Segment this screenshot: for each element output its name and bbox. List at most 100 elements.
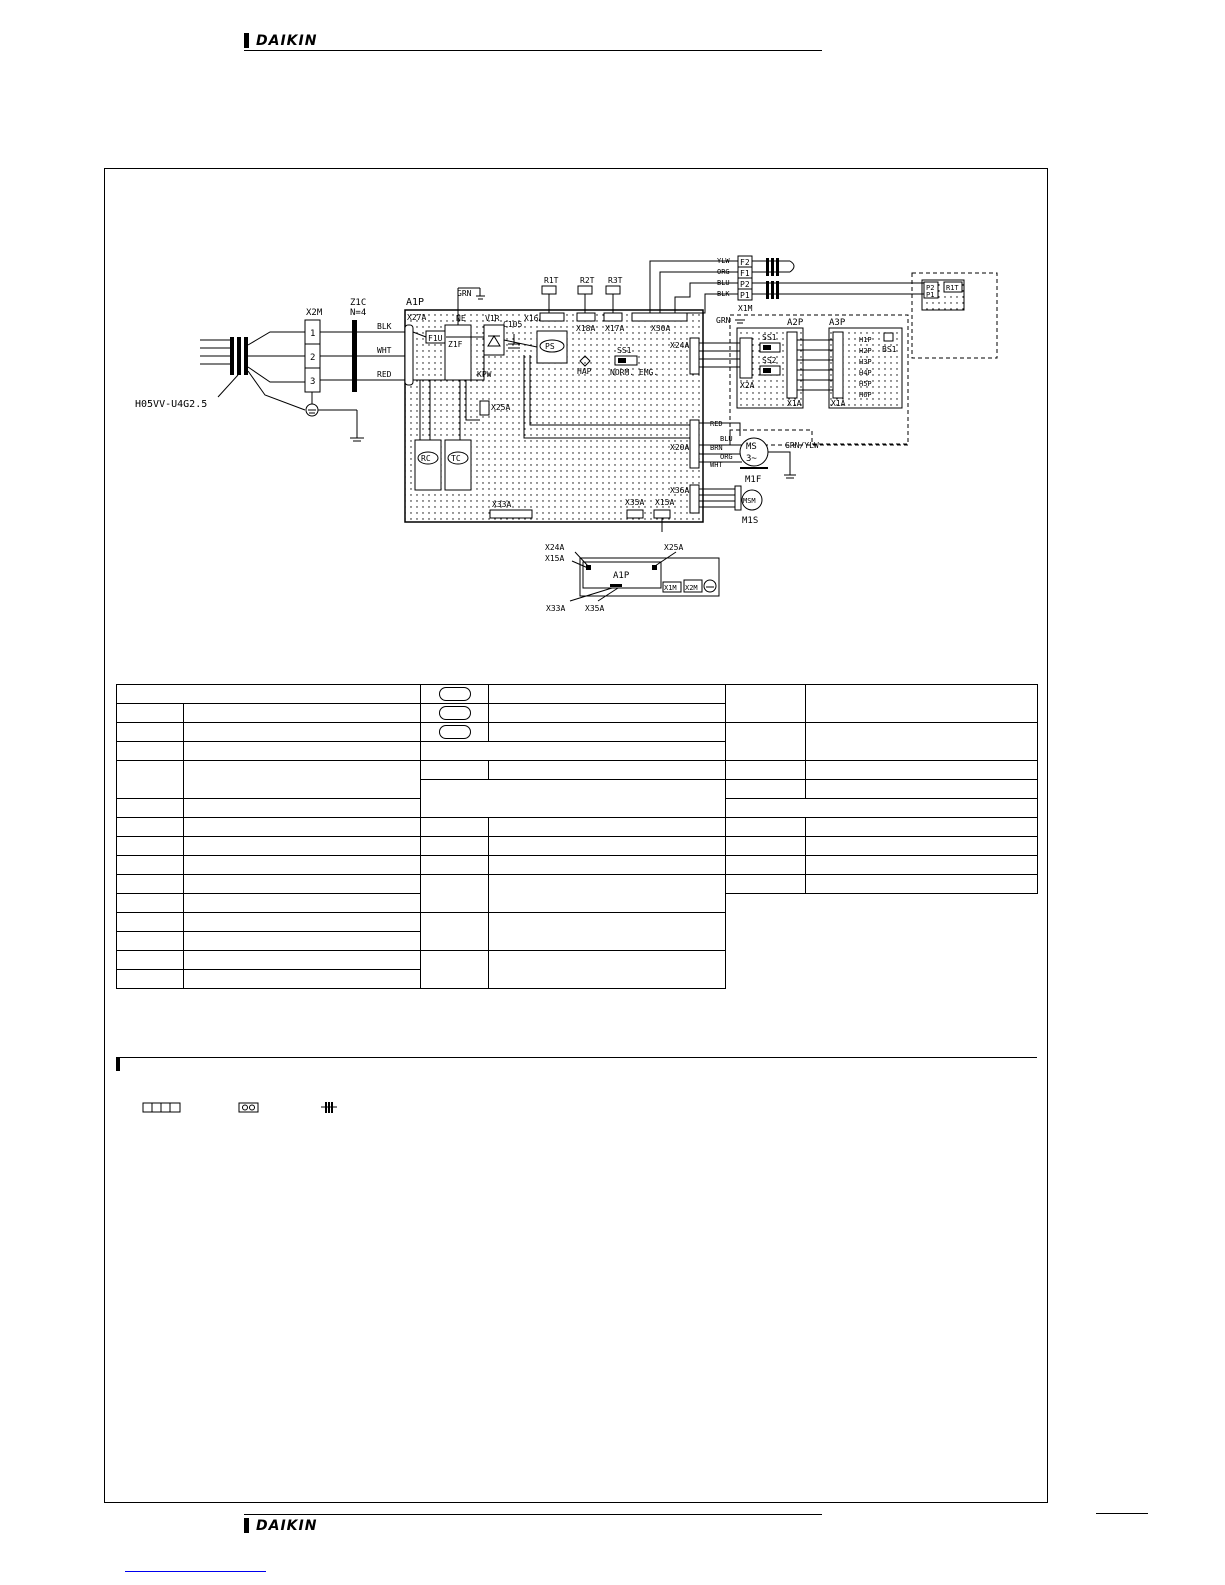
footer-logo-text: DAIKIN bbox=[256, 1518, 318, 1534]
wire-blk: BLK bbox=[377, 322, 392, 331]
x2a-label: X2A bbox=[740, 381, 755, 390]
thermistors: R1T R2T R3T bbox=[541, 276, 623, 313]
wire-wht-m1f: WHT bbox=[710, 461, 723, 469]
table-row bbox=[116, 722, 1038, 761]
table-row bbox=[116, 893, 1038, 913]
x1m-f1: F1 bbox=[740, 269, 750, 278]
table-row bbox=[116, 912, 1038, 951]
remote-p2: P2 bbox=[926, 284, 934, 292]
bs1-label: BS1 bbox=[882, 345, 897, 354]
footer-rule bbox=[244, 1514, 822, 1515]
table-row bbox=[116, 760, 1038, 799]
x1m-f2: F2 bbox=[740, 258, 750, 267]
r1t-label: R1T bbox=[544, 276, 559, 285]
wire-grn-a1p: GRN bbox=[457, 289, 472, 298]
x2m-label: X2M bbox=[306, 308, 323, 318]
page-link-underline[interactable] bbox=[125, 1571, 266, 1572]
x2m-terminal-3: 3 bbox=[310, 377, 315, 387]
power-cord: H05VV-U4G2.5 bbox=[135, 331, 306, 411]
header-rule bbox=[244, 50, 822, 51]
m1s-label: M1S bbox=[742, 516, 758, 526]
x17a-label: X17A bbox=[605, 324, 624, 333]
pcb-a1p: A1P X27A F1U NE Z1F V1R C105 PS X16A X18… bbox=[404, 287, 704, 532]
z1c-note: N=4 bbox=[350, 308, 366, 318]
fan-motor-m1f: RED BLU BRN ORG WHT MS 3~ M1F GRN/YLW bbox=[699, 420, 909, 485]
lamp-symbol bbox=[438, 706, 471, 720]
m1f-phase: 3~ bbox=[746, 454, 757, 464]
footer-logo: DAIKIN bbox=[244, 1515, 344, 1537]
table-row bbox=[116, 855, 1038, 875]
m1f-label: M1F bbox=[745, 475, 761, 485]
wire-red: RED bbox=[377, 370, 392, 379]
x33a-label: X33A bbox=[492, 500, 511, 509]
remote-r1t: R1T bbox=[946, 284, 959, 292]
ground-icon bbox=[305, 392, 364, 442]
x30a-label: X30A bbox=[651, 324, 670, 333]
a2p-label: A2P bbox=[787, 318, 804, 328]
wire-red-m1f: RED bbox=[710, 420, 723, 428]
x2m-terminal-2: 2 bbox=[310, 353, 315, 363]
table-row bbox=[116, 798, 1038, 818]
led-h1p: H1P bbox=[859, 336, 872, 344]
a3p-label: A3P bbox=[829, 318, 846, 328]
terminal-block-x2m: X2M 1 2 3 bbox=[304, 308, 323, 393]
legend-table bbox=[116, 684, 1038, 989]
lamp-symbol bbox=[438, 687, 471, 701]
wire-wht: WHT bbox=[377, 346, 392, 355]
r3t-label: R3T bbox=[608, 276, 623, 285]
x1m-label: X1M bbox=[738, 304, 753, 313]
x25a-label: X25A bbox=[491, 403, 510, 412]
x18a-label: X18A bbox=[576, 324, 595, 333]
f1u-label: F1U bbox=[428, 334, 443, 343]
wire-grn-x1m: GRN bbox=[716, 316, 731, 325]
ss1-a2p-label: SS1 bbox=[762, 333, 777, 342]
remote-p1: P1 bbox=[926, 291, 934, 299]
header-logo: DAIKIN bbox=[244, 30, 344, 52]
r2t-label: R2T bbox=[580, 276, 595, 285]
notes-section-marker bbox=[116, 1057, 120, 1071]
wire-clamp-symbol-icon bbox=[321, 1102, 337, 1113]
inset-x33a: X33A bbox=[546, 604, 565, 613]
a1p-label: A1P bbox=[406, 297, 424, 308]
hap-label: HAP bbox=[577, 367, 592, 376]
tc-label: TC bbox=[451, 454, 461, 463]
led-h4p: H4P bbox=[859, 369, 872, 377]
power-wires: BLK WHT RED bbox=[320, 322, 410, 381]
lamp-symbol bbox=[438, 725, 471, 739]
terminal-block-x1m: F2 F1 P2 P1 X1M YLW ORG BLU BLK GRN bbox=[649, 255, 925, 325]
led-h2p: H2P bbox=[859, 347, 872, 355]
x27a-label: X27A bbox=[407, 313, 426, 322]
inset-x15a: X15A bbox=[545, 554, 564, 563]
wire-gy-m1f: GRN/YLW bbox=[785, 441, 819, 450]
table-row bbox=[117, 779, 1038, 818]
ps-label: PS bbox=[545, 342, 555, 351]
notes-section-rule bbox=[116, 1057, 1037, 1058]
inset-x24a: X24A bbox=[545, 543, 564, 552]
inset-x2m: X2M bbox=[685, 584, 698, 592]
x2m-terminal-1: 1 bbox=[310, 329, 315, 339]
x1a-a2p-label: X1A bbox=[787, 399, 802, 408]
table-row bbox=[116, 836, 1038, 856]
v1r-label: V1R bbox=[485, 314, 500, 323]
inset-x35a: X35A bbox=[585, 604, 604, 613]
x1m-p1: P1 bbox=[740, 291, 750, 300]
ne-label: NE bbox=[456, 314, 466, 323]
x1a-a3p-label: X1A bbox=[831, 399, 846, 408]
page-number-rule bbox=[1096, 1513, 1148, 1514]
table-row bbox=[116, 684, 1038, 723]
wire-blu-m1f: BLU bbox=[720, 435, 733, 443]
table-row bbox=[116, 703, 1038, 723]
table-row bbox=[116, 874, 1038, 913]
z1c-label: Z1C bbox=[350, 298, 366, 308]
x36a-label: X36A bbox=[670, 486, 689, 495]
diagram-frame bbox=[104, 168, 1048, 1503]
led-h6p: H6P bbox=[859, 391, 872, 399]
led-h3p: H3P bbox=[859, 358, 872, 366]
wiring-diagram: H05VV-U4G2.5 X2M 1 2 3 Z1C N=4 BLK WHT R… bbox=[135, 255, 998, 613]
noise-filter-z1c: Z1C N=4 bbox=[350, 298, 366, 392]
x24a-label: X24A bbox=[670, 341, 689, 350]
inset-a1p-label: A1P bbox=[613, 571, 630, 581]
x35a-label: X35A bbox=[625, 498, 644, 507]
remote-controller: P2 P1 R1T bbox=[911, 272, 998, 359]
power-cord-label: H05VV-U4G2.5 bbox=[135, 399, 207, 410]
